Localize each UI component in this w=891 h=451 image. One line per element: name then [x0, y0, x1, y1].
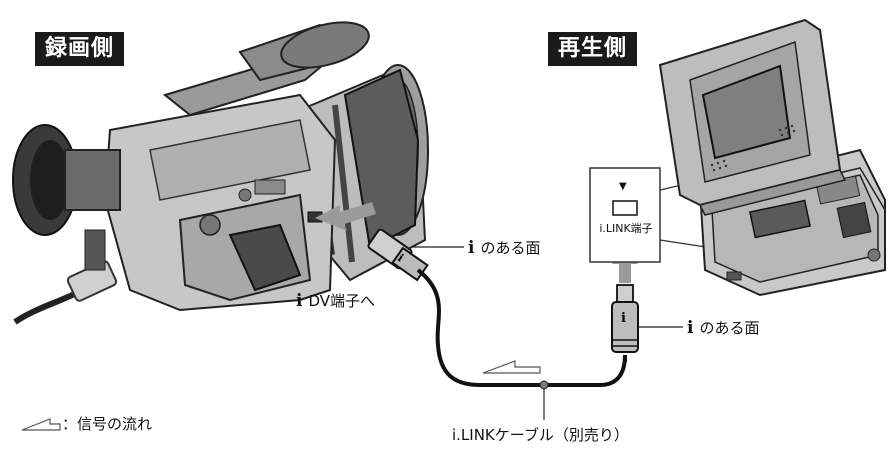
- legend-arrow-icon: [21, 417, 61, 431]
- port-triangle: ▼: [619, 181, 627, 192]
- face-with-mark-label-1: i のある面: [468, 237, 540, 258]
- insert-arrow-camcorder: [315, 202, 376, 231]
- recording-side-tag: 録画側: [35, 32, 125, 66]
- camcorder-illustration: [12, 21, 429, 325]
- ilink-icon: i: [468, 238, 475, 258]
- dv-terminal-label: i DV端子へ: [296, 290, 375, 311]
- face-with-mark-text-1: のある面: [480, 239, 541, 257]
- playback-side-tag: 再生側: [548, 32, 638, 66]
- signal-flow-arrow: [482, 360, 541, 374]
- face-with-mark-text-2: のある面: [699, 319, 760, 337]
- ilink-icon: i: [296, 291, 303, 311]
- vcr-illustration: [658, 18, 886, 297]
- ilink-cable: [416, 268, 627, 387]
- face-with-mark-label-2: i のある面: [687, 317, 759, 338]
- dv-terminal-text: DV端子へ: [308, 292, 376, 310]
- cable-junction-dot: [539, 380, 549, 390]
- cable-label: i.LINKケーブル（別売り）: [452, 426, 629, 444]
- ilink-icon: i: [687, 318, 694, 338]
- svg-text:i: i: [395, 251, 406, 264]
- port-callout: [589, 167, 713, 263]
- signal-flow-text: ：信号の流れ: [62, 415, 153, 433]
- signal-flow-legend: ：信号の流れ: [20, 412, 152, 434]
- dv-plug-vcr: i: [611, 284, 639, 353]
- ilink-terminal-label: i.LINK端子: [599, 222, 653, 235]
- svg-text:i: i: [621, 311, 626, 326]
